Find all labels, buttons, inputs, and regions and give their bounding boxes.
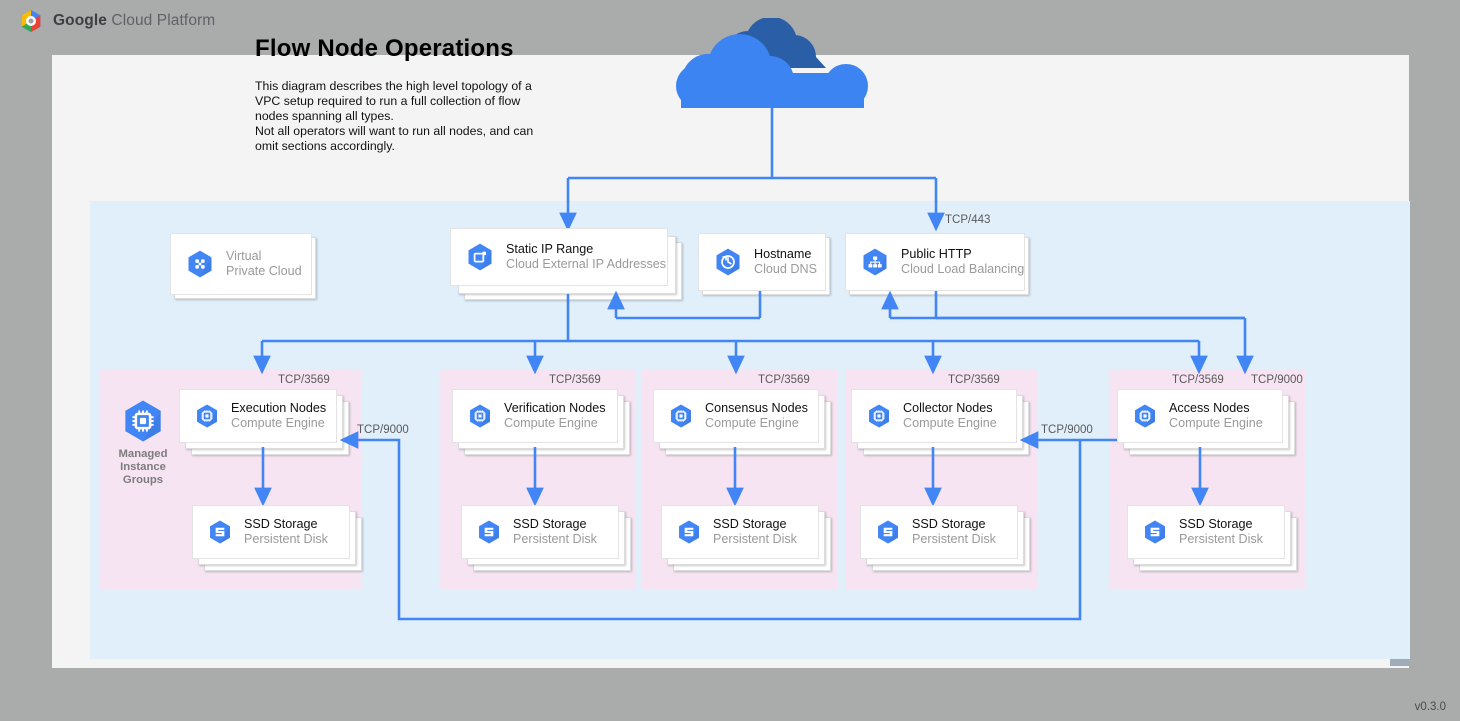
internet-cloud-icon [676,18,868,108]
card-title: Virtual [226,248,262,263]
card-execution-nodes[interactable]: Execution Nodes Compute Engine [179,389,337,443]
compute-engine-icon [197,404,217,428]
port-label-consensus-inbound: TCP/3569 [758,374,810,386]
card-title: SSD Storage [1179,516,1253,531]
card-subtitle: Persistent Disk [912,532,996,546]
cloud-dns-icon [716,248,740,276]
card-subtitle: Persistent Disk [713,532,797,546]
card-storage-access[interactable]: SSD Storage Persistent Disk [1127,505,1285,559]
brand-bold: Google [53,12,107,29]
page-title: Flow Node Operations [255,35,514,62]
card-subtitle: Compute Engine [903,416,997,430]
card-title: Consensus Nodes [705,400,808,415]
card-subtitle: Persistent Disk [1179,532,1263,546]
persistent-disk-icon [878,520,898,544]
card-consensus-nodes[interactable]: Consensus Nodes Compute Engine [653,389,819,443]
static-ip-icon [468,243,492,271]
card-title: Collector Nodes [903,400,993,415]
card-text: SSD Storage Persistent Disk [912,517,996,548]
card-storage-consensus[interactable]: SSD Storage Persistent Disk [661,505,819,559]
version-label: v0.3.0 [1414,701,1446,713]
card-title: Verification Nodes [504,400,606,415]
card-text: Public HTTP Cloud Load Balancing [901,247,1024,278]
card-text: Collector Nodes Compute Engine [903,401,997,432]
mig-caption-line-2: Instance [120,461,166,473]
card-verification-nodes[interactable]: Verification Nodes Compute Engine [452,389,618,443]
compute-engine-icon [671,404,691,428]
card-text: Verification Nodes Compute Engine [504,401,606,432]
compute-engine-icon [1135,404,1155,428]
page-description: This diagram describes the high level to… [255,79,545,154]
description-line-1: This diagram describes the high level to… [255,79,532,123]
card-text: Hostname Cloud DNS [754,247,817,278]
port-label-access-to-collector: TCP/9000 [1041,424,1093,436]
persistent-disk-icon [210,520,230,544]
card-text: SSD Storage Persistent Disk [713,517,797,548]
card-title: Static IP Range [506,241,594,256]
card-hostname[interactable]: Hostname Cloud DNS [698,233,826,291]
card-subtitle: Cloud DNS [754,262,817,276]
card-subtitle: Compute Engine [1169,416,1263,430]
card-subtitle: Persistent Disk [513,532,597,546]
card-title: SSD Storage [713,516,787,531]
card-text: SSD Storage Persistent Disk [513,517,597,548]
card-text: Access Nodes Compute Engine [1169,401,1263,432]
persistent-disk-icon [1145,520,1165,544]
persistent-disk-icon [679,520,699,544]
card-text: Virtual Private Cloud [226,249,302,280]
card-storage-execution[interactable]: SSD Storage Persistent Disk [192,505,350,559]
managed-instance-groups-badge: Managed Instance Groups [107,398,179,487]
card-text: SSD Storage Persistent Disk [244,517,328,548]
port-label-execution-side: TCP/9000 [357,424,409,436]
virtual-private-cloud-icon [188,250,212,278]
card-static-ip-range[interactable]: Static IP Range Cloud External IP Addres… [450,228,668,286]
card-text: Consensus Nodes Compute Engine [705,401,808,432]
compute-engine-icon [869,404,889,428]
description-line-2: Not all operators will want to run all n… [255,124,534,153]
card-subtitle: Persistent Disk [244,532,328,546]
card-title: SSD Storage [513,516,587,531]
card-access-nodes[interactable]: Access Nodes Compute Engine [1117,389,1283,443]
compute-engine-icon [125,400,161,442]
card-public-http[interactable]: Public HTTP Cloud Load Balancing [845,233,1025,291]
card-title: Public HTTP [901,246,972,261]
compute-engine-icon [470,404,490,428]
card-title: Execution Nodes [231,400,327,415]
port-label-tcp-443: TCP/443 [945,214,991,226]
card-text: Execution Nodes Compute Engine [231,401,326,432]
card-collector-nodes[interactable]: Collector Nodes Compute Engine [851,389,1017,443]
card-title: Access Nodes [1169,400,1250,415]
port-label-verification-inbound: TCP/3569 [549,374,601,386]
card-title: SSD Storage [912,516,986,531]
brand-rest: Cloud Platform [107,12,216,29]
port-label-access-inbound: TCP/3569 [1172,374,1224,386]
mig-caption: Managed Instance Groups [107,448,179,487]
card-storage-collector[interactable]: SSD Storage Persistent Disk [860,505,1018,559]
cloud-load-balancing-icon [863,248,887,276]
card-title: Hostname [754,246,812,261]
brand-header: Google Cloud Platform [18,8,215,34]
card-storage-verification[interactable]: SSD Storage Persistent Disk [461,505,619,559]
port-label-access-inbound-secondary: TCP/9000 [1251,374,1303,386]
card-subtitle: Cloud Load Balancing [901,262,1025,276]
card-title: SSD Storage [244,516,318,531]
card-subtitle: Private Cloud [226,264,302,278]
card-subtitle: Compute Engine [504,416,598,430]
persistent-disk-icon [479,520,499,544]
port-label-execution-inbound: TCP/3569 [278,374,330,386]
card-subtitle: Compute Engine [705,416,799,430]
gcp-hexagon-logo-icon [21,10,41,32]
card-text: SSD Storage Persistent Disk [1179,517,1263,548]
brand-label: Google Cloud Platform [53,12,215,30]
mig-caption-line-3: Groups [122,474,164,486]
card-subtitle: Cloud External IP Addresses [506,257,667,271]
card-subtitle: Compute Engine [231,416,325,430]
card-virtual-private-cloud[interactable]: Virtual Private Cloud [170,233,312,295]
mig-caption-line-1: Managed [118,448,168,460]
port-label-collector-inbound: TCP/3569 [948,374,1000,386]
card-text: Static IP Range Cloud External IP Addres… [506,242,666,273]
